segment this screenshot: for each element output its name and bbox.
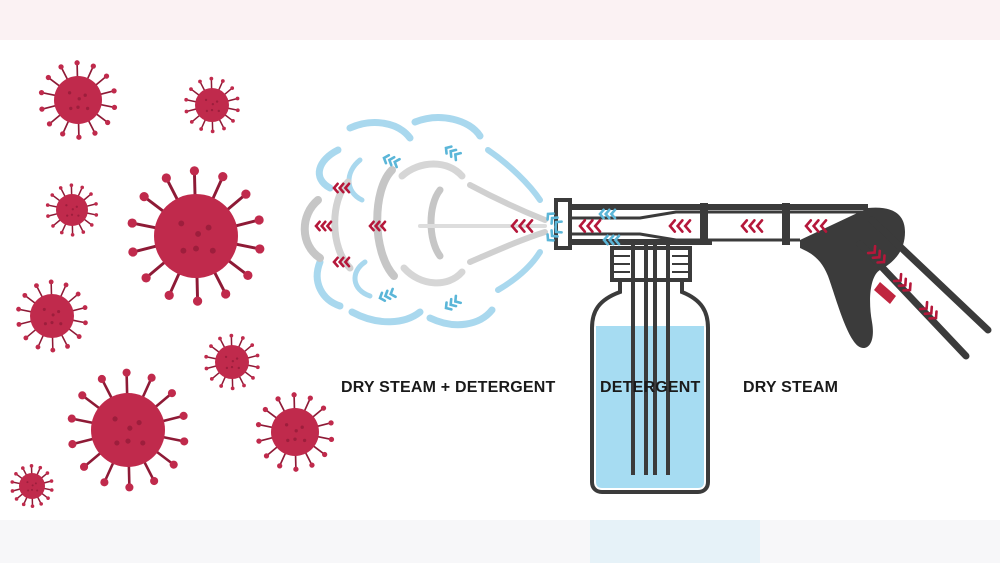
detergent-liquid: [596, 326, 704, 488]
barrel-inner-bottom: [568, 232, 800, 242]
chevron-arrow-icon: [314, 220, 333, 232]
top-band: [0, 0, 1000, 40]
dip-tube: [631, 240, 670, 475]
chevron-arrow-icon: [444, 145, 462, 162]
virus-icon: [67, 368, 189, 492]
virus-icon: [127, 166, 265, 306]
chevron-arrow-icon: [602, 234, 621, 246]
chevron-arrow-icon: [382, 153, 401, 169]
chevron-arrow-icon: [368, 220, 387, 232]
bottom-band-blue: [590, 520, 760, 563]
chevron-arrow-icon: [598, 208, 617, 220]
chevron-arrow-icon: [332, 256, 351, 268]
barrel-joint: [700, 203, 708, 245]
chevron-arrow-icon: [866, 244, 886, 264]
virus-icon: [10, 464, 54, 508]
chevron-arrow-icon: [378, 287, 397, 303]
chevron-arrow-icon: [546, 225, 563, 242]
chevron-arrow-icon: [578, 219, 602, 233]
steam-cloud-icon: [300, 114, 548, 329]
bottom-band: [0, 520, 1000, 563]
virus-icon: [255, 392, 335, 472]
cap-threads: [614, 255, 688, 273]
detergent-bottle-icon: [590, 240, 710, 494]
nozzle-tip: [554, 198, 572, 250]
virus-group: [10, 60, 335, 508]
chevron-arrow-icon: [740, 219, 764, 233]
chevron-arrow-icon: [332, 182, 351, 194]
virus-icon: [16, 279, 88, 353]
label-dry-steam-detergent: DRY STEAM + DETERGENT: [341, 379, 556, 396]
trigger: [874, 282, 896, 304]
label-dry-steam: DRY STEAM: [743, 379, 839, 396]
virus-icon: [45, 183, 99, 237]
chevron-arrow-icon: [918, 300, 938, 320]
chevron-arrow-icon: [892, 272, 912, 292]
label-detergent: DETERGENT: [600, 379, 701, 396]
virus-icon: [184, 76, 240, 134]
virus-icon: [204, 333, 260, 391]
arrow-group: [314, 145, 938, 320]
chevron-arrow-icon: [510, 219, 534, 233]
chevron-arrow-icon: [444, 294, 462, 311]
handle-grip: [800, 207, 905, 349]
chevron-arrow-icon: [804, 219, 828, 233]
chevron-arrow-icon: [668, 219, 692, 233]
barrel-joint-2: [782, 203, 790, 245]
virus-icon: [38, 60, 118, 140]
